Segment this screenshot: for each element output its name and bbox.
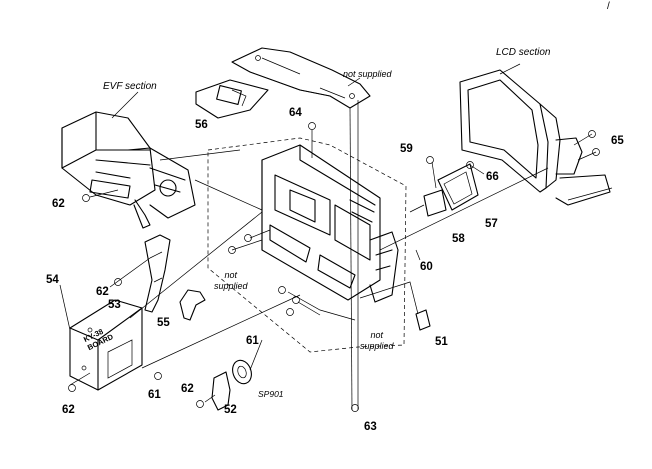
switch-block-56 bbox=[195, 79, 269, 119]
part-num-62a: 62 bbox=[52, 198, 65, 210]
evf-section bbox=[61, 111, 196, 229]
not-supplied-mid: not supplied bbox=[214, 270, 248, 291]
lcd-section-label: LCD section bbox=[496, 47, 551, 58]
part-num-58: 58 bbox=[452, 233, 465, 245]
board-53 bbox=[69, 299, 143, 391]
dashed-assembly-outline bbox=[207, 137, 407, 353]
part-num-62b: 62 bbox=[96, 286, 109, 298]
not-supplied-top: not supplied bbox=[343, 69, 392, 79]
part-num-60: 60 bbox=[420, 261, 433, 273]
corner-mark: / bbox=[607, 1, 610, 12]
evf-section-label: EVF section bbox=[103, 81, 157, 92]
speaker-label: SP901 bbox=[258, 389, 284, 399]
part-num-51: 51 bbox=[435, 336, 448, 348]
lcd-section bbox=[459, 69, 613, 206]
part-58 bbox=[423, 189, 447, 217]
main-frame bbox=[261, 144, 399, 303]
lever-55 bbox=[179, 289, 206, 321]
part-num-65: 65 bbox=[611, 135, 624, 147]
part-num-66: 66 bbox=[486, 171, 499, 183]
part-num-56: 56 bbox=[195, 119, 208, 131]
part-num-52: 52 bbox=[224, 404, 237, 416]
part-num-55: 55 bbox=[157, 317, 170, 329]
part-num-54: 54 bbox=[46, 274, 59, 286]
part-num-61b: 61 bbox=[148, 389, 161, 401]
part-num-64: 64 bbox=[289, 107, 302, 119]
part-num-57: 57 bbox=[485, 218, 498, 230]
part-num-61a: 61 bbox=[246, 335, 259, 347]
part-num-59: 59 bbox=[400, 143, 413, 155]
bracket-54 bbox=[144, 234, 171, 313]
part-num-62c: 62 bbox=[62, 404, 75, 416]
part-51 bbox=[415, 309, 431, 331]
not-supplied-bottom: not supplied bbox=[360, 330, 394, 351]
leader-lines bbox=[59, 63, 597, 411]
part-52 bbox=[211, 371, 231, 411]
screws bbox=[68, 122, 600, 412]
part-num-63: 63 bbox=[364, 421, 377, 433]
part-num-53: 53 bbox=[108, 299, 121, 311]
speaker-sp901 bbox=[232, 359, 252, 385]
part-57 bbox=[437, 163, 479, 211]
part-num-62d: 62 bbox=[181, 383, 194, 395]
